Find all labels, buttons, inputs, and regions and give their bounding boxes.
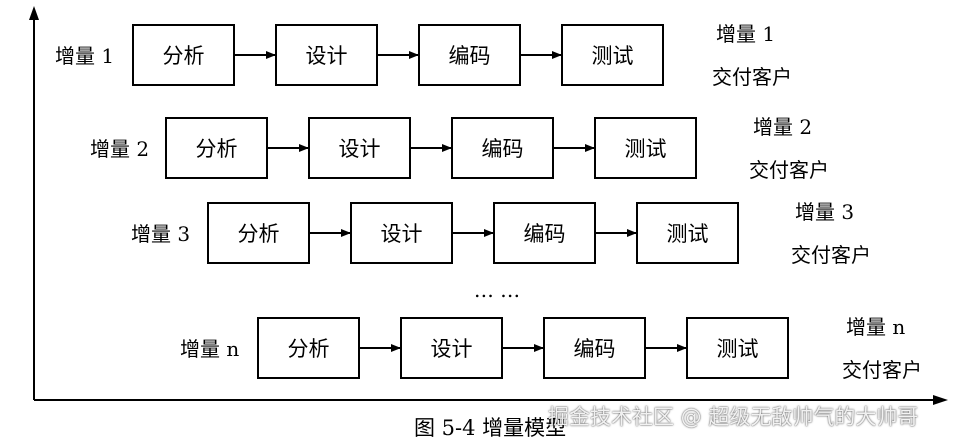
step-label: 设计: [306, 44, 348, 68]
increment-label: 增量 3: [131, 222, 190, 246]
delivery-increment-title: 增量 1: [716, 22, 775, 46]
step-box: [543, 317, 646, 379]
step-box: [400, 317, 503, 379]
increment-label: 增量 1: [55, 44, 114, 68]
step-box: [308, 117, 411, 179]
step-box: [418, 24, 521, 86]
step-label: 测试: [717, 337, 759, 361]
step-box: [165, 117, 268, 179]
step-box: [561, 24, 664, 86]
step-label: 测试: [592, 44, 634, 68]
step-box: [207, 202, 310, 264]
horizontal-axis-arrowhead: [933, 395, 948, 405]
step-box: [275, 24, 378, 86]
delivery-increment-title: 增量 n: [846, 315, 905, 339]
step-box: [636, 202, 739, 264]
step-box: [594, 117, 697, 179]
watermark: 掘金技术社区 @ 超级无敌帅气的大帅哥: [548, 405, 919, 429]
step-label: 设计: [339, 137, 381, 161]
step-label: 设计: [431, 337, 473, 361]
step-label: 分析: [288, 337, 330, 361]
step-box: [686, 317, 789, 379]
delivery-to-customer-text: 交付客户: [791, 243, 871, 267]
delivery-to-customer-text: 交付客户: [749, 158, 829, 182]
step-box: [257, 317, 360, 379]
vertical-axis-arrowhead: [29, 6, 39, 20]
delivery-to-customer-text: 交付客户: [712, 65, 792, 89]
step-label: 编码: [482, 137, 524, 161]
delivery-increment-title: 增量 3: [795, 200, 854, 224]
step-label: 设计: [381, 222, 423, 246]
figure-caption: 图 5-4 增量模型: [414, 416, 567, 440]
step-label: 分析: [163, 44, 205, 68]
step-label: 测试: [625, 137, 667, 161]
step-label: 编码: [524, 222, 566, 246]
step-label: 编码: [574, 337, 616, 361]
delivery-to-customer-text: 交付客户: [842, 358, 922, 382]
increment-label: 增量 n: [180, 337, 239, 361]
step-box: [350, 202, 453, 264]
step-box: [493, 202, 596, 264]
step-label: 编码: [449, 44, 491, 68]
increment-label: 增量 2: [90, 137, 149, 161]
step-label: 分析: [196, 137, 238, 161]
step-label: 测试: [667, 222, 709, 246]
delivery-increment-title: 增量 2: [753, 115, 812, 139]
step-label: 分析: [238, 222, 280, 246]
ellipsis: … …: [474, 278, 520, 302]
